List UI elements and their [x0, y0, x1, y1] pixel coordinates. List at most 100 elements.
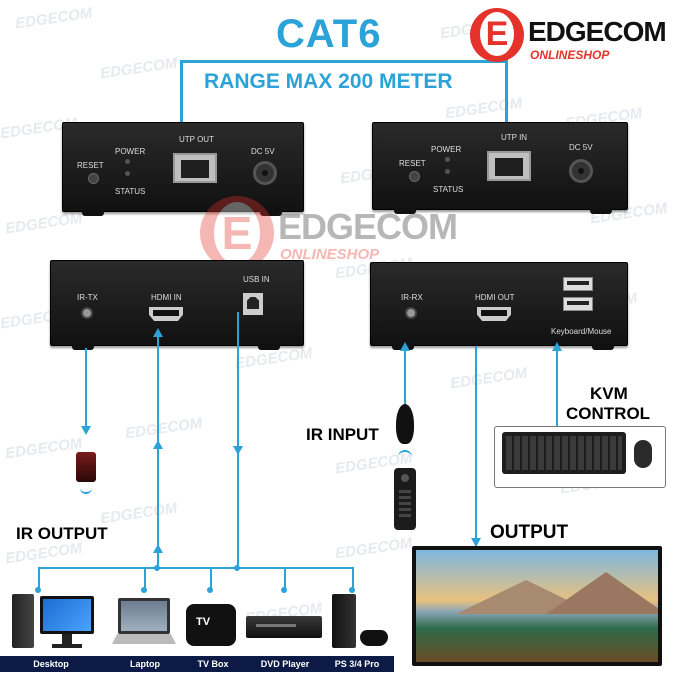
receiver-back-panel: IR-RX HDMI OUT Keyboard/Mouse — [370, 262, 628, 346]
ir-input-caption: IR INPUT — [306, 425, 379, 444]
game-console-icon — [332, 594, 356, 648]
power-led — [125, 159, 130, 164]
watermark: EDGECOM — [99, 54, 179, 83]
ir-emitter-icon — [76, 452, 96, 482]
hdmi-out-label: HDMI OUT — [475, 293, 515, 302]
watermark: EDGECOM — [4, 434, 84, 463]
utp-in-port[interactable] — [487, 151, 531, 181]
status-label: STATUS — [115, 187, 146, 196]
ir-tx-cable — [85, 348, 87, 428]
usb-in-port[interactable] — [243, 293, 263, 315]
keyboard-icon — [502, 432, 626, 474]
dc-label: DC 5V — [251, 147, 275, 156]
transmitter-front-panel: RESET POWER STATUS UTP OUT DC 5V — [62, 122, 304, 212]
desktop-icon — [12, 594, 34, 648]
usb-port-bottom[interactable] — [563, 297, 593, 311]
cat6-cable — [180, 60, 506, 63]
brand-tagline: ONLINESHOP — [530, 48, 610, 62]
receiver-front-panel: RESET POWER STATUS UTP IN DC 5V — [372, 122, 628, 210]
hdmi-out-port[interactable] — [477, 307, 511, 321]
power-label: POWER — [431, 145, 462, 154]
junction-dot — [35, 587, 41, 593]
source-drop — [144, 567, 146, 591]
output-caption: OUTPUT — [490, 522, 569, 543]
brand-logo-watermark: E EDGECOM ONLINESHOP — [200, 196, 460, 276]
junction-dot — [234, 565, 240, 571]
source-label-game-console: PS 3/4 Pro — [334, 659, 380, 669]
source-device[interactable] — [112, 598, 176, 650]
tv-box-icon: TV — [186, 604, 236, 646]
junction-dot — [141, 587, 147, 593]
source-label-desktop: Desktop — [33, 659, 69, 669]
arrow-down-icon — [81, 426, 91, 435]
tv-display-icon — [412, 546, 662, 666]
desktop-icon — [40, 596, 94, 634]
arrow-down-icon — [233, 446, 243, 455]
headline-subtitle: RANGE MAX 200 METER — [204, 70, 453, 93]
rubber-foot — [82, 210, 104, 216]
watermark: EDGECOM — [124, 414, 204, 443]
reset-button[interactable] — [88, 173, 99, 184]
cat6-cable-right — [505, 60, 508, 150]
ir-output-caption: IR OUTPUT — [16, 524, 108, 543]
kvm-cable — [556, 346, 558, 426]
status-label: STATUS — [433, 185, 464, 194]
watermark: EDGECOM — [444, 94, 524, 123]
rubber-foot — [394, 208, 416, 214]
status-led — [445, 169, 450, 174]
dc-power-port[interactable] — [569, 159, 593, 183]
ir-rx-cable — [404, 346, 406, 408]
utp-port-label: UTP OUT — [179, 135, 214, 144]
status-led — [125, 171, 130, 176]
ir-tx-label: IR-TX — [77, 293, 98, 302]
watermark: EDGECOM — [14, 4, 94, 33]
arrow-up-icon — [552, 342, 562, 351]
usb-in-cable — [237, 312, 239, 568]
source-device[interactable] — [12, 594, 100, 650]
junction-dot — [154, 565, 160, 571]
arrow-up-icon — [153, 328, 163, 337]
device-label-bar — [0, 656, 394, 672]
power-led — [445, 157, 450, 162]
source-label-dvd-player: DVD Player — [260, 659, 310, 669]
brand-logo-icon: E — [470, 8, 524, 62]
source-device[interactable]: TV — [186, 600, 238, 650]
rubber-foot — [258, 344, 280, 350]
dc-power-port[interactable] — [253, 161, 277, 185]
arrow-up-icon — [153, 544, 163, 553]
cat6-cable-left — [180, 60, 183, 150]
rubber-foot — [590, 208, 612, 214]
source-device[interactable] — [332, 594, 392, 650]
game-console-icon — [360, 630, 388, 646]
source-bus-line — [38, 567, 354, 569]
source-drop — [210, 567, 212, 591]
utp-port-label: UTP IN — [501, 133, 528, 142]
ir-signal-icon — [80, 484, 92, 494]
power-label: POWER — [115, 147, 146, 156]
usb-in-label: USB IN — [243, 275, 270, 284]
utp-out-port[interactable] — [173, 153, 217, 183]
brand-logo: E EDGECOM ONLINESHOP — [470, 8, 670, 68]
hdmi-in-port[interactable] — [149, 307, 183, 321]
reset-label: RESET — [77, 161, 104, 170]
ir-tx-port[interactable] — [81, 307, 93, 319]
junction-dot — [349, 587, 355, 593]
hdmi-in-cable — [157, 336, 159, 568]
watermark: EDGECOM — [4, 209, 84, 238]
brand-name: EDGECOM — [278, 206, 458, 247]
dc-label: DC 5V — [569, 143, 593, 152]
laptop-icon — [118, 598, 170, 634]
headline-title: CAT6 — [276, 12, 382, 56]
ir-rx-port[interactable] — [405, 307, 417, 319]
source-drop — [352, 567, 354, 591]
arrow-up-icon — [153, 440, 163, 449]
dvd-player-icon — [246, 616, 322, 638]
source-device[interactable] — [246, 610, 322, 646]
junction-dot — [281, 587, 287, 593]
rubber-foot — [260, 210, 282, 216]
usb-port-top[interactable] — [563, 277, 593, 291]
brand-name: EDGECOM — [528, 16, 667, 47]
reset-label: RESET — [399, 159, 426, 168]
reset-button[interactable] — [409, 171, 420, 182]
keyboard-mouse-label: Keyboard/Mouse — [551, 327, 612, 336]
